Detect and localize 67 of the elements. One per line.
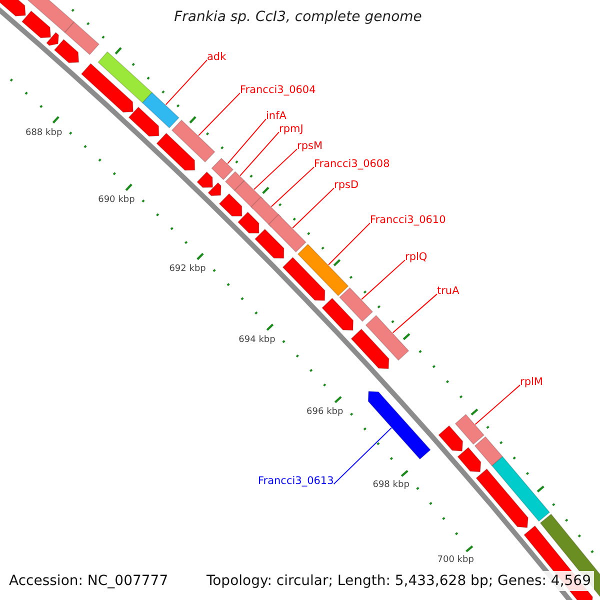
gene-bar [350, 328, 390, 370]
gene-bar [254, 228, 284, 259]
gene-label: Francci3_0610 [370, 214, 446, 226]
leader-line [361, 260, 406, 300]
tick-label: 696 kbp [306, 406, 344, 417]
tick-label: 690 kbp [98, 195, 135, 206]
accession-text: Accession: NC_007777 [9, 573, 168, 590]
gene-bar [218, 193, 242, 216]
tick-label: 700 kbp [437, 555, 474, 566]
gene-bar [54, 38, 80, 64]
gene-bar [365, 314, 410, 361]
gene-bar [282, 256, 326, 301]
gene-bar [142, 92, 180, 128]
gene-label: Francci3_0613 [258, 475, 334, 488]
gene-bar [128, 106, 160, 137]
gene-bar [196, 171, 213, 188]
gene-label: truA [437, 285, 460, 298]
gene-bar [208, 182, 222, 196]
gene-label: rplM [520, 376, 543, 388]
leader-line [198, 92, 240, 136]
gene-bar [268, 214, 306, 253]
gene-label: infA [266, 110, 286, 122]
gene-label: adk [207, 51, 226, 64]
tick-label: 698 kbp [372, 480, 410, 491]
title: Frankia sp. CcI3, complete genome [173, 9, 423, 26]
gene-bar [80, 63, 134, 113]
tick-label: 692 kbp [169, 264, 206, 274]
leader-line [292, 188, 334, 228]
gene-bar [297, 244, 349, 296]
gene-bar [0, 0, 26, 17]
gene-bar [474, 436, 504, 466]
gene-label: rplQ [405, 251, 428, 264]
gene-bar [211, 158, 234, 180]
gene-bar [454, 414, 485, 445]
leader-line [474, 384, 520, 425]
gene-bar [339, 287, 374, 322]
gene-label: rpsD [334, 179, 359, 192]
gene-bar [27, 0, 75, 34]
leader-line [333, 427, 392, 485]
gene-bar [98, 51, 153, 104]
gene-bar [491, 456, 550, 522]
tick-label: 688 kbp [25, 128, 62, 138]
leader-line [240, 132, 280, 176]
leader-line [328, 222, 370, 266]
gene-bar [438, 425, 464, 452]
gene-label: rpmJ [279, 123, 304, 136]
gene-label: Francci3_0608 [314, 158, 390, 170]
gene-bar [171, 120, 216, 163]
gene-bar [476, 468, 529, 528]
leader-line [165, 60, 208, 106]
leader-line [392, 294, 438, 334]
gene-bar [457, 446, 482, 472]
gene-bar [368, 390, 431, 460]
leader-line [254, 148, 298, 190]
leader-line [270, 166, 314, 208]
gene-bar [237, 212, 260, 234]
gene-bar [64, 21, 100, 56]
leader-line [227, 118, 266, 164]
gene-bar [322, 298, 354, 331]
gene-label: rpsM [297, 140, 323, 152]
genome-info-text: Topology: circular; Length: 5,433,628 bp; Genes: 4,569 [203, 571, 594, 592]
gene-bar [156, 132, 196, 171]
tick-label: 694 kbp [238, 334, 276, 345]
gene-label: Francci3_0604 [240, 84, 316, 96]
gene-bar [46, 32, 60, 46]
gene-bar [224, 171, 245, 192]
gene-bar [21, 10, 52, 38]
